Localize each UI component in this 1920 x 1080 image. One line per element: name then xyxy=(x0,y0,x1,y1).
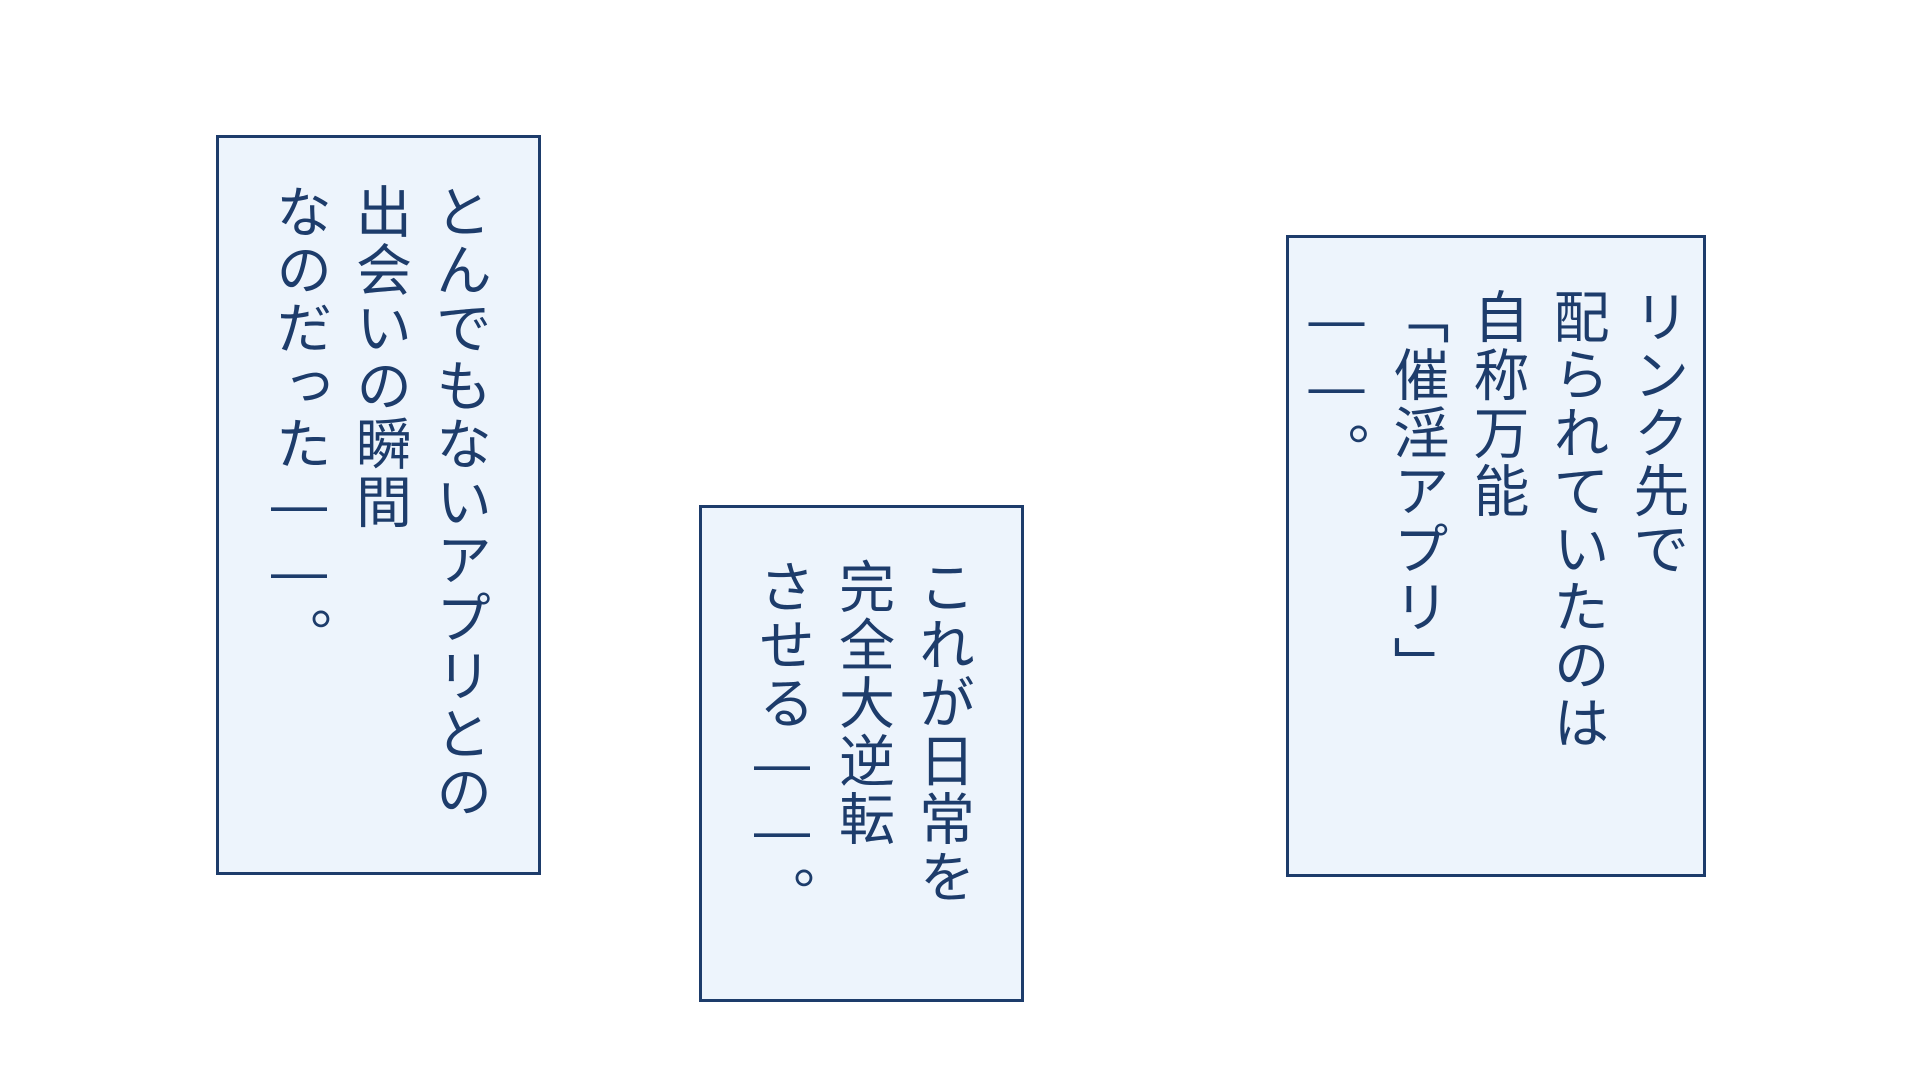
caption-box-middle: これが日常を 完全大逆転 させる――。 xyxy=(699,505,1024,1002)
caption-text-middle: これが日常を 完全大逆転 させる――。 xyxy=(749,558,975,924)
caption-box-right: リンク先で 配られていたのは 自称万能 「催淫アプリ」――。 xyxy=(1286,235,1706,877)
caption-text-right: リンク先で 配られていたのは 自称万能 「催淫アプリ」――。 xyxy=(1304,288,1689,752)
caption-text-left: とんでもないアプリとの 出会いの瞬間 なのだった――。 xyxy=(266,183,492,821)
caption-box-left: とんでもないアプリとの 出会いの瞬間 なのだった――。 xyxy=(216,135,541,875)
